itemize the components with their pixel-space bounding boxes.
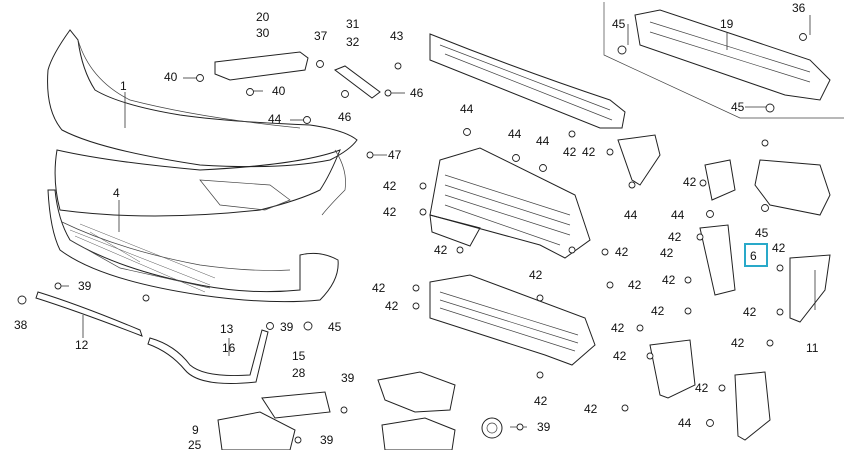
fog-bezel-9 bbox=[217, 411, 296, 450]
bracket-28 bbox=[261, 391, 331, 419]
callout-39-left: 39 bbox=[78, 279, 92, 293]
callout-44-grille-a: 44 bbox=[460, 102, 474, 116]
callout-42-7: 42 bbox=[628, 278, 642, 292]
callout-45-inset-top: 45 bbox=[612, 17, 626, 31]
callout-42-1: 42 bbox=[563, 145, 577, 159]
callout-42-13: 42 bbox=[668, 230, 682, 244]
callout-43: 43 bbox=[390, 29, 404, 43]
callout-44-bracket-a: 44 bbox=[624, 208, 638, 222]
side-bracket-right bbox=[754, 159, 831, 216]
lower-bumper bbox=[47, 189, 339, 303]
callout-44-grille-b: 44 bbox=[508, 127, 522, 141]
callout-45-inset-bottom: 45 bbox=[731, 100, 745, 114]
callout-38: 38 bbox=[14, 318, 28, 332]
callout-42-21: 42 bbox=[731, 336, 745, 350]
reinforcement-beam bbox=[429, 33, 626, 129]
callout-42-6: 42 bbox=[529, 268, 543, 282]
lower-shutter bbox=[429, 274, 596, 366]
callout-28: 28 bbox=[292, 366, 306, 380]
absorber-19 bbox=[634, 9, 831, 101]
callout-16: 16 bbox=[222, 341, 236, 355]
callout-39-ring: 39 bbox=[537, 420, 551, 434]
callout-46-lower: 46 bbox=[338, 110, 352, 124]
callout-42-10: 42 bbox=[534, 394, 548, 408]
callout-1: 1 bbox=[120, 79, 127, 93]
callout-30: 30 bbox=[256, 26, 270, 40]
bracket-d bbox=[649, 339, 696, 399]
upper-shutter bbox=[429, 147, 591, 259]
callout-42-4: 42 bbox=[434, 243, 448, 257]
callout-42-3: 42 bbox=[383, 205, 397, 219]
callout-42-15: 42 bbox=[651, 304, 665, 318]
callout-44-grille-c: 44 bbox=[536, 134, 550, 148]
fog-bezel-lower-left bbox=[381, 417, 456, 450]
callout-42-2: 42 bbox=[383, 179, 397, 193]
strip-12 bbox=[35, 291, 143, 337]
bracket-a bbox=[617, 134, 661, 186]
callout-42-16: 42 bbox=[611, 321, 625, 335]
callout-42-17: 42 bbox=[613, 349, 627, 363]
callout-42-8: 42 bbox=[372, 281, 386, 295]
callout-6-highlight bbox=[744, 243, 768, 267]
bracket-e bbox=[734, 371, 771, 441]
callout-19: 19 bbox=[720, 17, 734, 31]
callout-39-lower-fog: 39 bbox=[320, 433, 334, 447]
callout-46-right: 46 bbox=[410, 86, 424, 100]
callout-40-upper: 40 bbox=[164, 70, 178, 84]
callout-42-20: 42 bbox=[743, 305, 757, 319]
callout-13: 13 bbox=[220, 322, 234, 336]
callout-9: 9 bbox=[192, 423, 199, 437]
callout-44-bracket-c: 44 bbox=[678, 416, 692, 430]
callout-32: 32 bbox=[346, 35, 360, 49]
callout-42-22: 42 bbox=[772, 241, 786, 255]
ring-part bbox=[481, 417, 503, 439]
callout-45-center: 45 bbox=[328, 320, 342, 334]
callout-47: 47 bbox=[388, 148, 402, 162]
callout-12: 12 bbox=[75, 338, 89, 352]
callout-31: 31 bbox=[346, 17, 360, 31]
callout-42-5: 42 bbox=[615, 245, 629, 259]
callout-25: 25 bbox=[188, 438, 202, 452]
bracket-c bbox=[699, 224, 736, 296]
callout-42-12: 42 bbox=[683, 175, 697, 189]
callout-45-side: 45 bbox=[755, 226, 769, 240]
bracket-31-32 bbox=[333, 65, 381, 99]
callout-36: 36 bbox=[792, 1, 806, 15]
callout-40-lower: 40 bbox=[272, 84, 286, 98]
bumper-cover bbox=[47, 29, 358, 217]
callout-42-23: 42 bbox=[660, 246, 674, 260]
callout-44-bumper: 44 bbox=[268, 112, 282, 126]
callout-6[interactable]: 6 bbox=[750, 249, 757, 263]
trim-16 bbox=[147, 329, 269, 384]
fog-bezel-upper-left bbox=[377, 371, 456, 413]
callout-42-11: 42 bbox=[582, 145, 596, 159]
callout-39-center: 39 bbox=[280, 320, 294, 334]
callout-42-19: 42 bbox=[584, 402, 598, 416]
bracket-b bbox=[704, 159, 736, 201]
callout-44-bracket-b: 44 bbox=[671, 208, 685, 222]
callout-39-upper-fog: 39 bbox=[341, 371, 355, 385]
inset-frame bbox=[603, 2, 844, 119]
callout-42-14: 42 bbox=[662, 273, 676, 287]
bracket-11 bbox=[789, 254, 831, 323]
callout-37: 37 bbox=[314, 29, 328, 43]
callout-20: 20 bbox=[256, 10, 270, 24]
callout-4: 4 bbox=[113, 186, 120, 200]
callout-42-9: 42 bbox=[385, 299, 399, 313]
bracket-20-30 bbox=[214, 51, 309, 81]
callout-15: 15 bbox=[292, 349, 306, 363]
fasteners bbox=[17, 33, 807, 444]
callout-42-18: 42 bbox=[695, 381, 709, 395]
callout-11: 11 bbox=[806, 341, 819, 355]
